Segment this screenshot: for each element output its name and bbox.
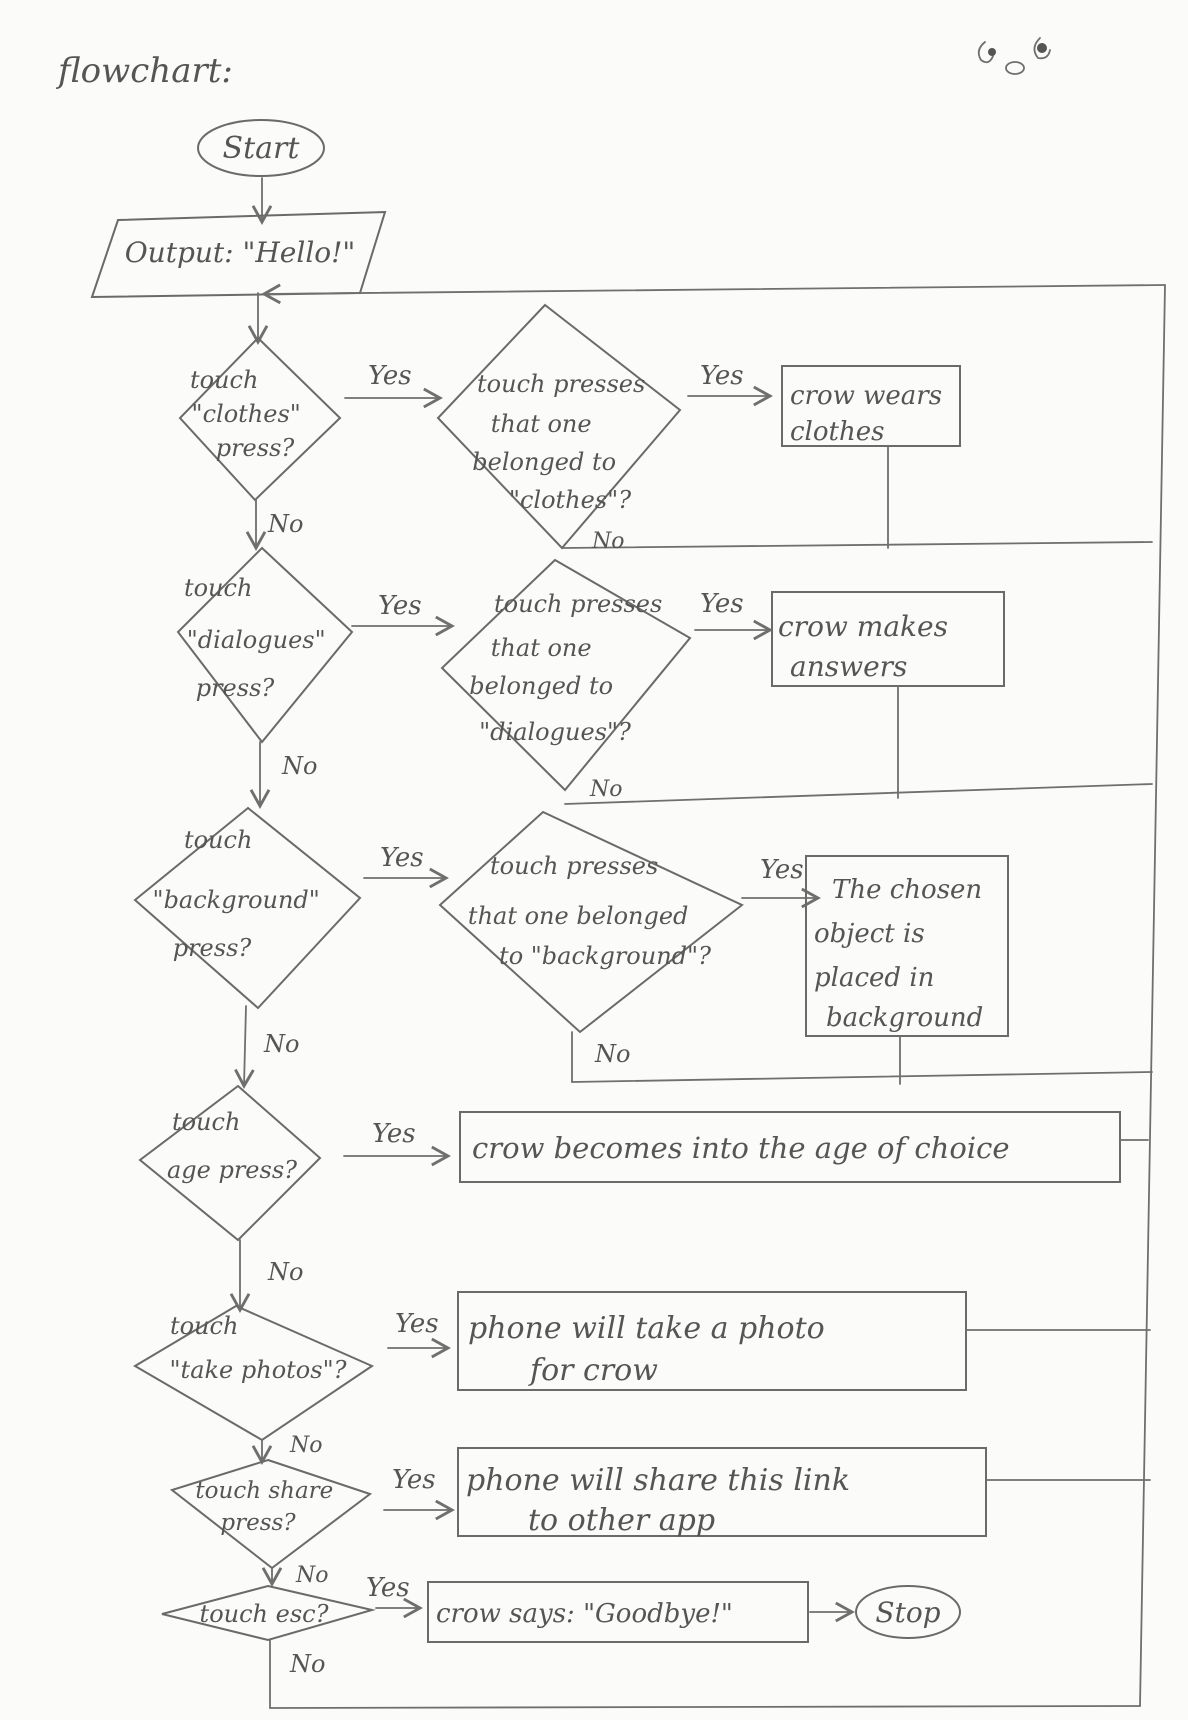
no-label-6: No	[295, 1563, 329, 1588]
no-label-sub-3: No	[594, 1040, 630, 1068]
stop-terminal	[855, 1585, 961, 1639]
action-goodbye	[427, 1581, 809, 1643]
no-label-3: No	[263, 1030, 299, 1058]
no-label-7: No	[289, 1650, 325, 1678]
no-label-sub-2: No	[589, 777, 623, 802]
yes-label-6: Yes	[760, 855, 804, 885]
action-background-text: The chosen object is placed in backgroun…	[814, 875, 990, 1033]
decision-clothes-text: touch "clothes" press?	[190, 366, 309, 462]
action-background	[805, 855, 1009, 1037]
action-photos	[457, 1291, 967, 1391]
action-clothes	[781, 365, 961, 447]
action-clothes-text: crow wears clothes	[790, 381, 950, 447]
output-label: Output: "Hello!"	[125, 236, 356, 269]
yes-label-7: Yes	[372, 1119, 416, 1149]
action-share-text: phone will share this link to other app	[466, 1463, 860, 1538]
action-goodbye-text: crow says: "Goodbye!"	[436, 1599, 733, 1629]
action-dialogues-text: crow makes answers	[778, 610, 957, 683]
yes-label-9: Yes	[392, 1465, 436, 1495]
decision-dialogues-text: touch "dialogues" press?	[184, 574, 333, 702]
page-title: flowchart:	[55, 51, 233, 91]
decision-share-text: touch share press?	[195, 1478, 340, 1536]
action-photos-text: phone will take a photo for crow	[468, 1311, 834, 1388]
yes-label-2: Yes	[700, 361, 744, 391]
action-dialogues	[771, 591, 1005, 687]
decision-dialogues-sub	[440, 558, 692, 792]
action-age	[459, 1111, 1121, 1183]
no-label-4: No	[267, 1258, 303, 1286]
no-label-2: No	[281, 752, 317, 780]
no-label-5: No	[289, 1433, 323, 1458]
yes-label-5: Yes	[380, 843, 424, 873]
decision-age	[138, 1084, 322, 1242]
decision-photos-text: touch "take photos"?	[170, 1312, 347, 1384]
yes-label-8: Yes	[395, 1309, 439, 1339]
action-share	[457, 1447, 987, 1537]
yes-label-4: Yes	[700, 589, 744, 619]
decision-background-sub-text: touch presses that one belonged to "back…	[468, 852, 711, 970]
action-age-text: crow becomes into the age of choice	[472, 1131, 1010, 1165]
yes-label-3: Yes	[378, 591, 422, 621]
decision-clothes	[178, 336, 342, 502]
doodle-icon	[977, 37, 1051, 75]
decision-background-text: touch "background" press?	[153, 826, 328, 962]
no-label-1: No	[267, 510, 303, 538]
no-label-sub-1: No	[591, 529, 625, 554]
decision-age-text: touch age press?	[167, 1108, 297, 1184]
decision-background-sub	[438, 810, 744, 1034]
yes-label-10: Yes	[366, 1573, 410, 1603]
decision-dialogues-sub-text: touch presses that one belonged to "dial…	[469, 590, 670, 746]
stop-label: Stop	[875, 1596, 940, 1629]
start-label: Start	[223, 131, 301, 166]
decision-esc	[161, 1584, 376, 1642]
start-terminal	[197, 119, 325, 177]
decision-dialogues	[176, 546, 354, 744]
decision-clothes-sub-text: touch presses that one belonged to "clot…	[472, 370, 653, 514]
decision-esc-text: touch esc?	[200, 1600, 329, 1628]
decision-background	[133, 806, 362, 1010]
yes-label-1: Yes	[368, 361, 412, 391]
